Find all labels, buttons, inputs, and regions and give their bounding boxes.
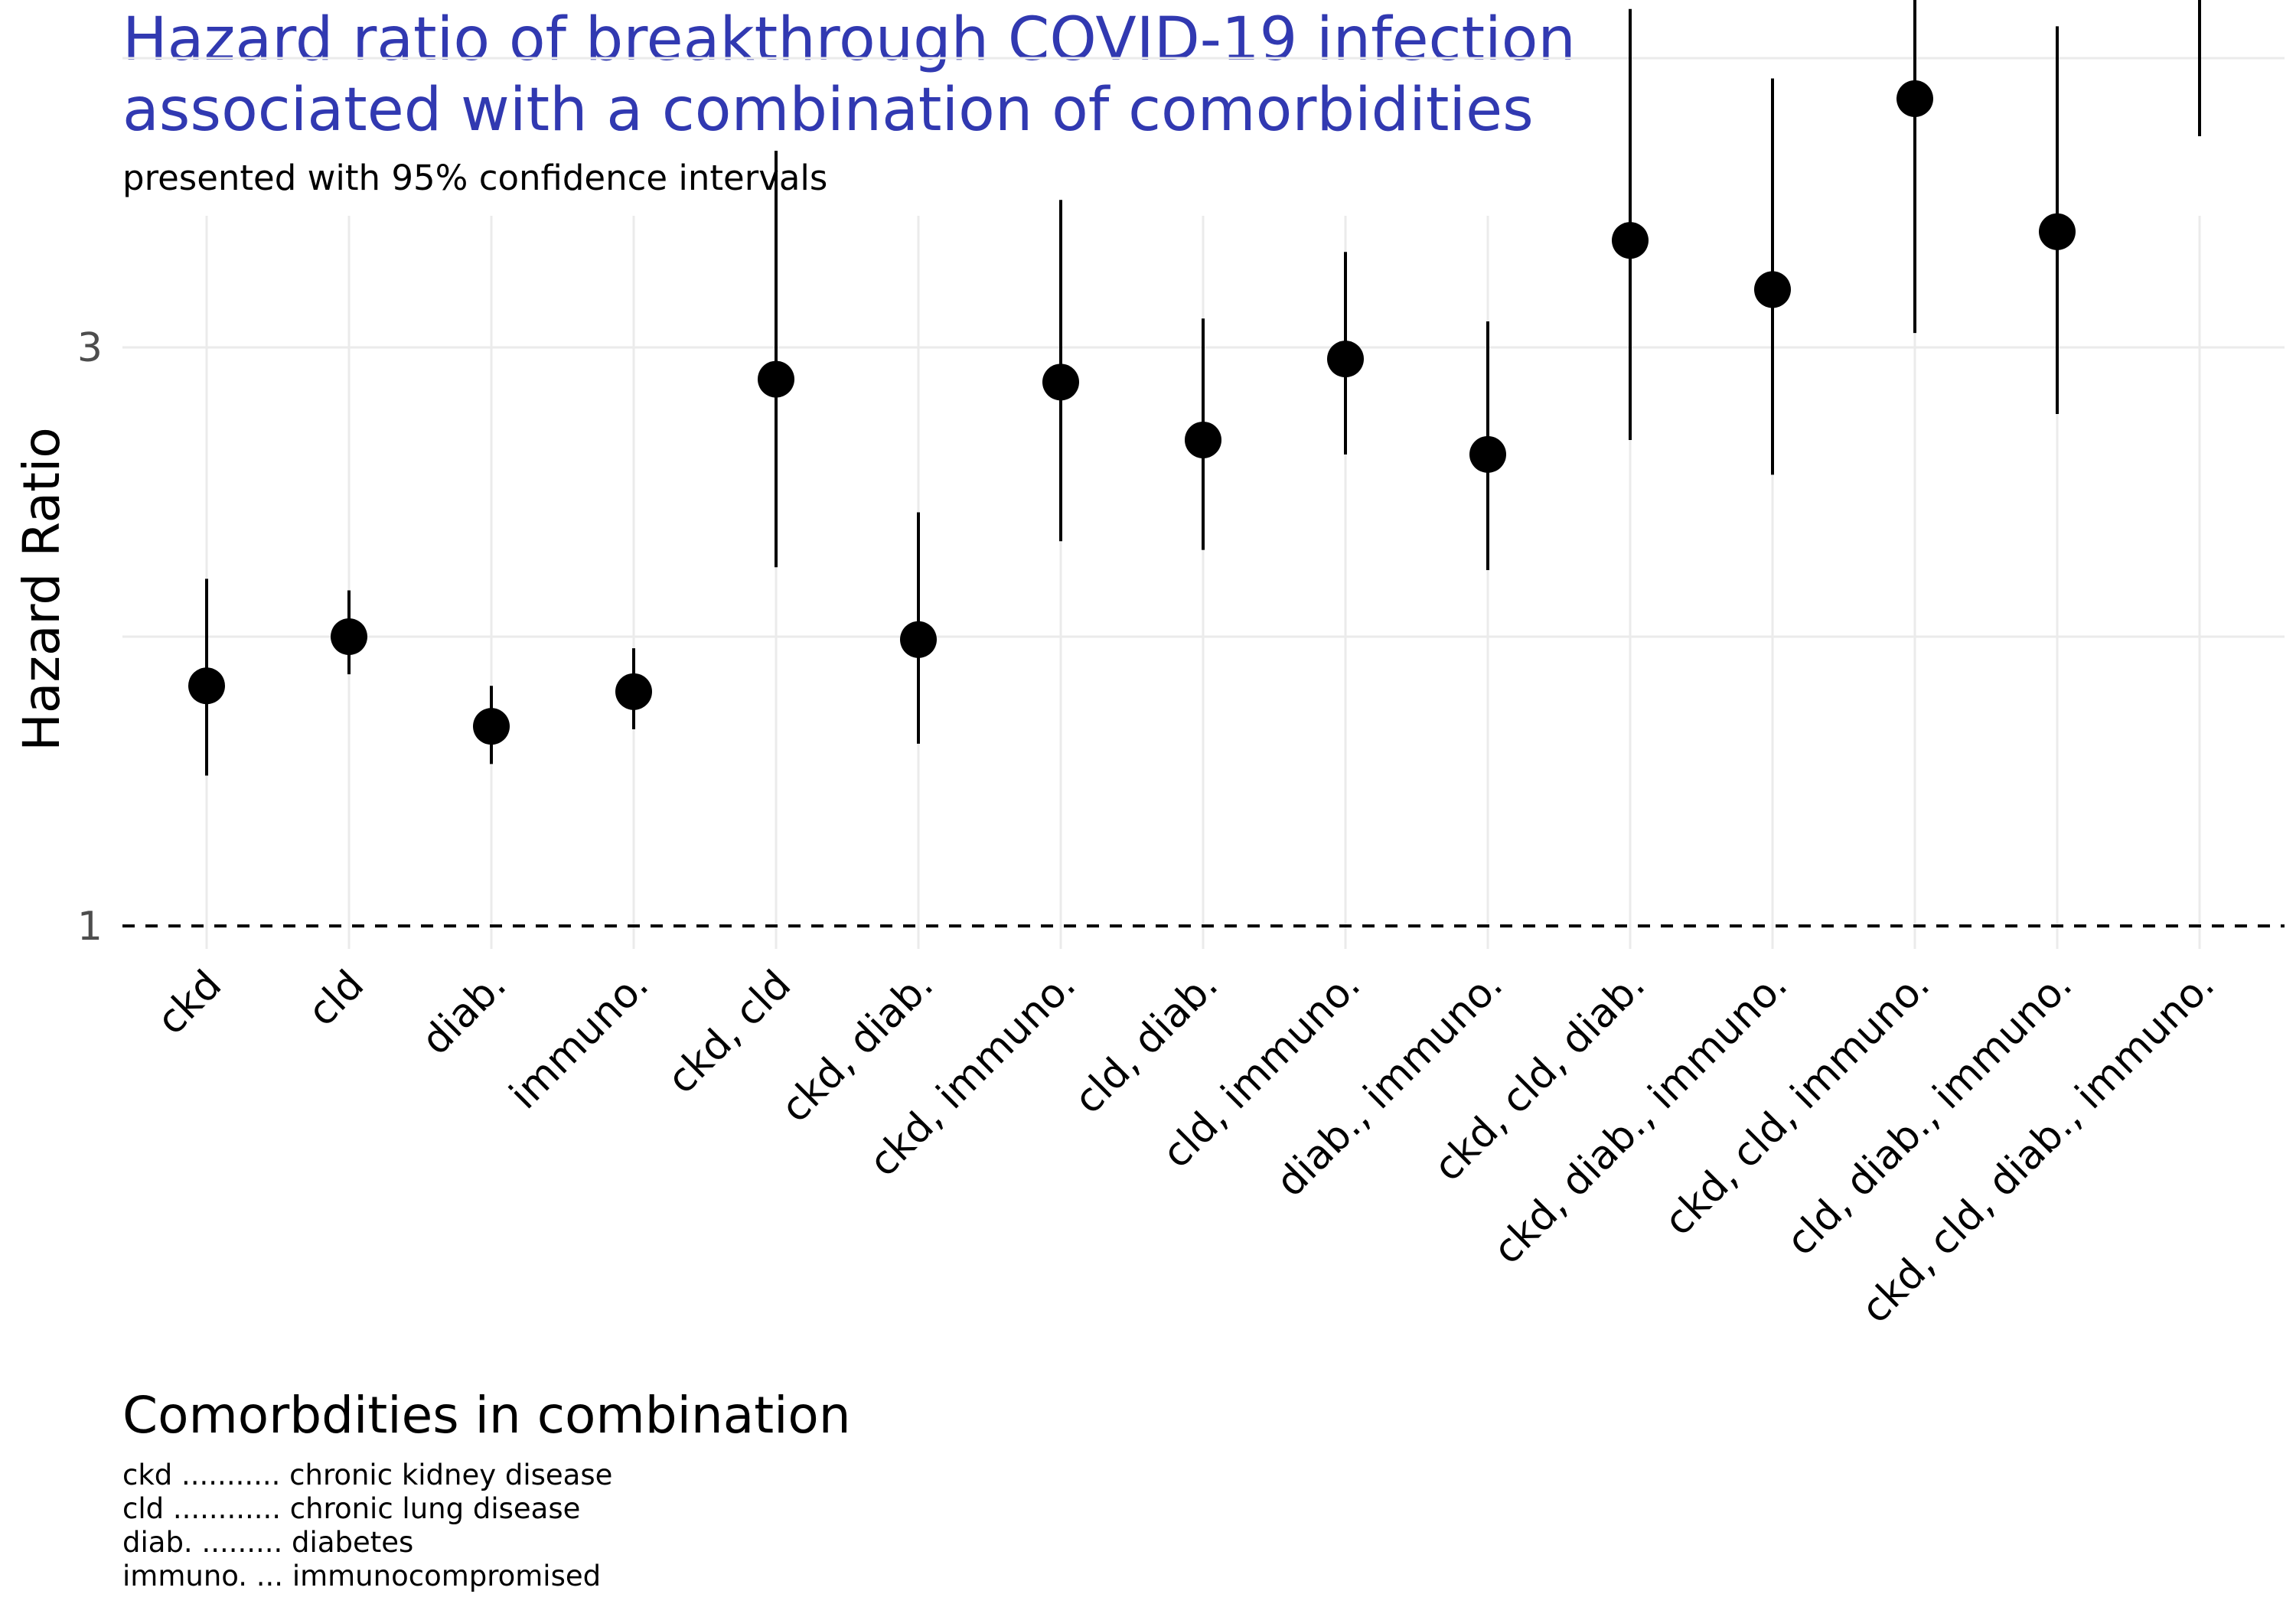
y-axis-ticks: 13 — [77, 325, 103, 950]
estimate-point-10 — [1612, 222, 1649, 259]
estimate-point-7 — [1185, 421, 1221, 458]
x-tick-label: ckd, cld — [659, 962, 800, 1103]
estimate-point-6 — [1042, 363, 1079, 401]
y-tick-label: 3 — [77, 325, 103, 371]
x-tick-label: immuno. — [501, 962, 657, 1118]
legend-title: Comorbdities in combination — [122, 1386, 851, 1445]
estimate-point-9 — [1469, 435, 1506, 473]
y-axis-label: Hazard Ratio — [12, 427, 71, 751]
legend-line-ckd: ckd ........... chronic kidney disease — [122, 1459, 612, 1491]
x-tick-label: cld, diab., immuno. — [1778, 962, 2081, 1265]
chart-title-line-1: Hazard ratio of breakthrough COVID-19 in… — [122, 5, 1576, 74]
estimate-point-0 — [188, 667, 225, 705]
estimate-point-8 — [1327, 341, 1364, 378]
estimate-point-12 — [1896, 80, 1933, 117]
estimate-point-13 — [2039, 213, 2076, 250]
estimate-point-4 — [758, 360, 794, 398]
x-tick-label: ckd, cld, immuno. — [1655, 962, 1939, 1245]
x-tick-label: ckd — [148, 962, 230, 1044]
estimate-point-2 — [473, 708, 510, 745]
legend-line-cld: cld ............ chronic lung disease — [122, 1492, 580, 1525]
x-tick-label: diab. — [413, 962, 516, 1064]
estimate-point-1 — [331, 618, 367, 655]
estimate-point-11 — [1754, 271, 1791, 308]
estimate-point-5 — [900, 621, 937, 658]
x-tick-label: cld — [299, 962, 373, 1035]
chart-title-line-2: associated with a combination of comorbi… — [122, 76, 1534, 145]
estimate-point-3 — [615, 673, 652, 710]
point-layer — [188, 80, 2076, 745]
legend-line-immuno: immuno. ... immunocompromised — [122, 1560, 601, 1592]
legend-line-diab: diab. ......... diabetes — [122, 1526, 413, 1559]
chart-subtitle: presented with 95% confidence intervals — [122, 158, 827, 198]
y-tick-label: 1 — [77, 904, 103, 950]
